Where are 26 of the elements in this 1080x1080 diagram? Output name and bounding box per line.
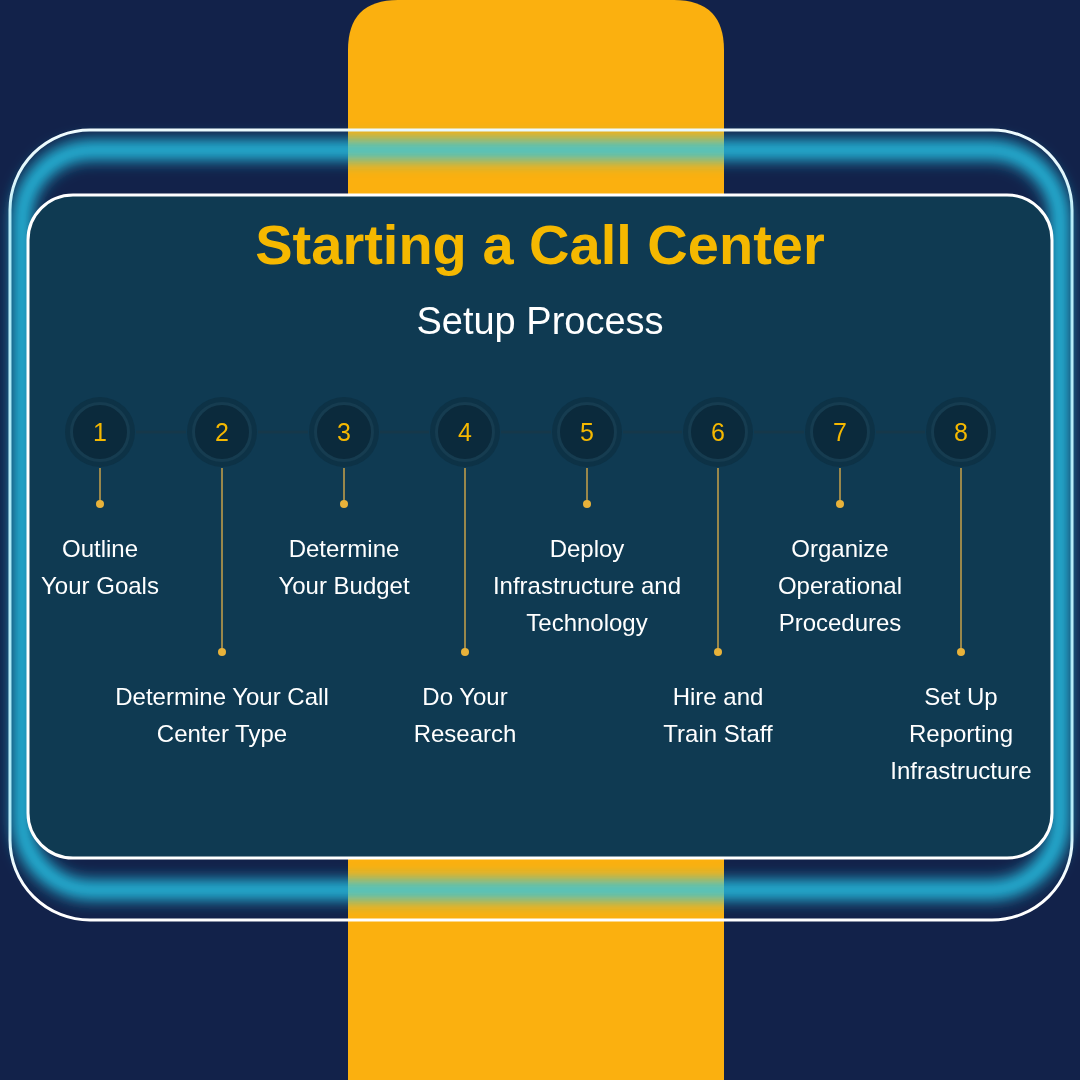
- step-label: Deploy Infrastructure and Technology: [492, 530, 682, 641]
- step-number: 1: [93, 419, 107, 445]
- step-number: 7: [833, 419, 847, 445]
- step-label: Determine Your Budget: [269, 530, 419, 604]
- leader-line: [714, 467, 722, 656]
- leader-line: [340, 467, 348, 508]
- step-number: 5: [580, 419, 594, 445]
- step-number: 3: [337, 419, 351, 445]
- step-label: Set Up Reporting Infrastructure: [876, 678, 1046, 789]
- leader-line: [218, 467, 226, 656]
- step-label: Outline Your Goals: [35, 530, 165, 604]
- step-label: Determine Your Call Center Type: [107, 678, 337, 752]
- subtitle: Setup Process: [415, 299, 665, 344]
- leader-line: [583, 467, 591, 508]
- title: Starting a Call Center: [254, 212, 826, 278]
- step-number: 2: [215, 419, 229, 445]
- step-label: Do Your Research: [405, 678, 525, 752]
- leader-line: [836, 467, 844, 508]
- step-number: 8: [954, 419, 968, 445]
- leader-line: [957, 467, 965, 656]
- step-label: Hire and Train Staff: [658, 678, 778, 752]
- step-number: 6: [711, 419, 725, 445]
- step-label: Organize Operational Procedures: [755, 530, 925, 641]
- leader-line: [96, 467, 104, 508]
- leader-line: [461, 467, 469, 656]
- step-number: 4: [458, 419, 472, 445]
